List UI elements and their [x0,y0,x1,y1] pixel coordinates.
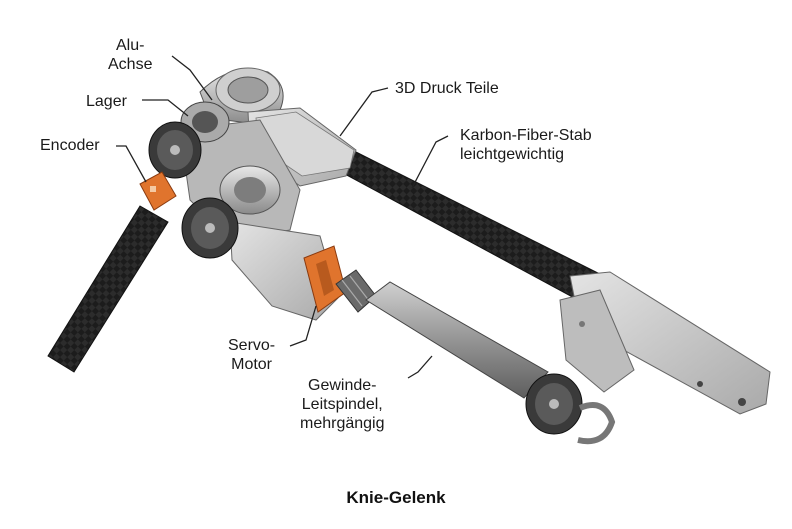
label-alu-achse: Alu- Achse [108,36,152,74]
label-druck-teile: 3D Druck Teile [395,79,499,98]
end-bracket [560,272,770,414]
leader-encoder [116,146,146,182]
label-alu-achse-line1: Alu- [108,36,152,55]
label-karbon: Karbon-Fiber-Stab leichtgewichtig [460,126,592,164]
label-karbon-line1: Karbon-Fiber-Stab [460,126,592,145]
label-gewinde-line1: Gewinde- [300,376,385,395]
leader-gewinde [408,356,432,378]
label-servo-line2: Motor [228,355,275,374]
label-karbon-line2: leichtgewichtig [460,145,592,164]
servo-pulley [182,198,238,258]
label-gewinde: Gewinde- Leitspindel, mehrgängig [300,376,385,433]
leader-karbon [412,136,448,188]
label-lager: Lager [86,92,127,111]
label-encoder: Encoder [40,136,100,155]
label-alu-achse-line2: Achse [108,55,152,74]
label-servo: Servo- Motor [228,336,275,374]
leader-druck [340,88,388,136]
label-servo-line1: Servo- [228,336,275,355]
carbon-rod-lower [48,206,168,372]
carbon-rod-upper [330,150,600,300]
caption: Knie-Gelenk [0,488,792,508]
encoder-pulley [149,122,201,178]
label-gewinde-line2: Leitspindel, [300,395,385,414]
leader-lager [142,100,188,116]
label-gewinde-line3: mehrgängig [300,414,385,433]
